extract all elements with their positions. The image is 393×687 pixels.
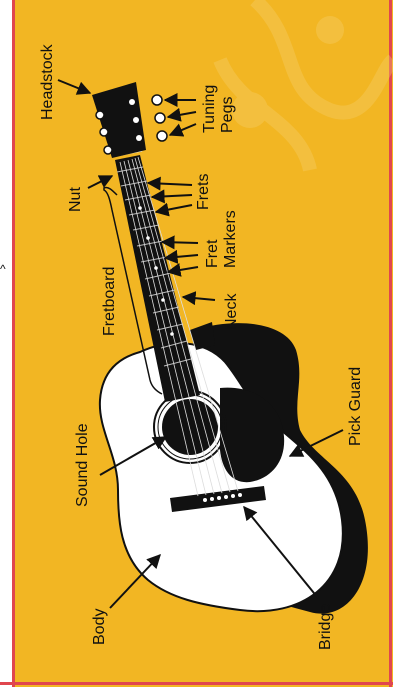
arrow-fret-3 — [156, 205, 192, 212]
label-nut: Nut — [68, 187, 84, 212]
label-fretboard: Fretboard — [102, 267, 118, 336]
label-sound-hole: Sound Hole — [75, 423, 91, 507]
arrow-marker-1 — [162, 242, 198, 243]
label-body: Body — [92, 609, 108, 645]
label-bridge: Bridge — [318, 604, 334, 650]
guitar-body — [100, 343, 343, 611]
arrow-marker-3 — [168, 267, 198, 272]
label-headstock: Headstock — [40, 44, 56, 120]
arrow-tuning-2 — [168, 112, 196, 117]
label-fret-markers-line2: Markers — [222, 210, 240, 268]
music-notes-decoration — [220, 0, 393, 170]
arrow-neck — [183, 297, 215, 300]
arrow-tuning-3 — [170, 124, 196, 135]
label-fret-markers-line1: Fret — [204, 210, 222, 268]
label-tuning-pegs-line2: Pegs — [219, 85, 237, 133]
label-fret-markers: Fret Markers — [204, 210, 239, 268]
arrow-headstock — [58, 80, 90, 93]
arrow-fret-1 — [148, 183, 192, 185]
arrow-marker-2 — [165, 255, 198, 258]
arrow-nut — [88, 176, 112, 188]
label-pick-guard: Pick Guard — [348, 367, 364, 446]
label-neck: Neck — [224, 294, 240, 330]
label-tuning-pegs: Tuning Pegs — [201, 85, 236, 133]
label-tuning-pegs-line1: Tuning — [201, 85, 219, 133]
label-frets: Frets — [196, 174, 212, 210]
arrow-fret-2 — [152, 195, 192, 197]
